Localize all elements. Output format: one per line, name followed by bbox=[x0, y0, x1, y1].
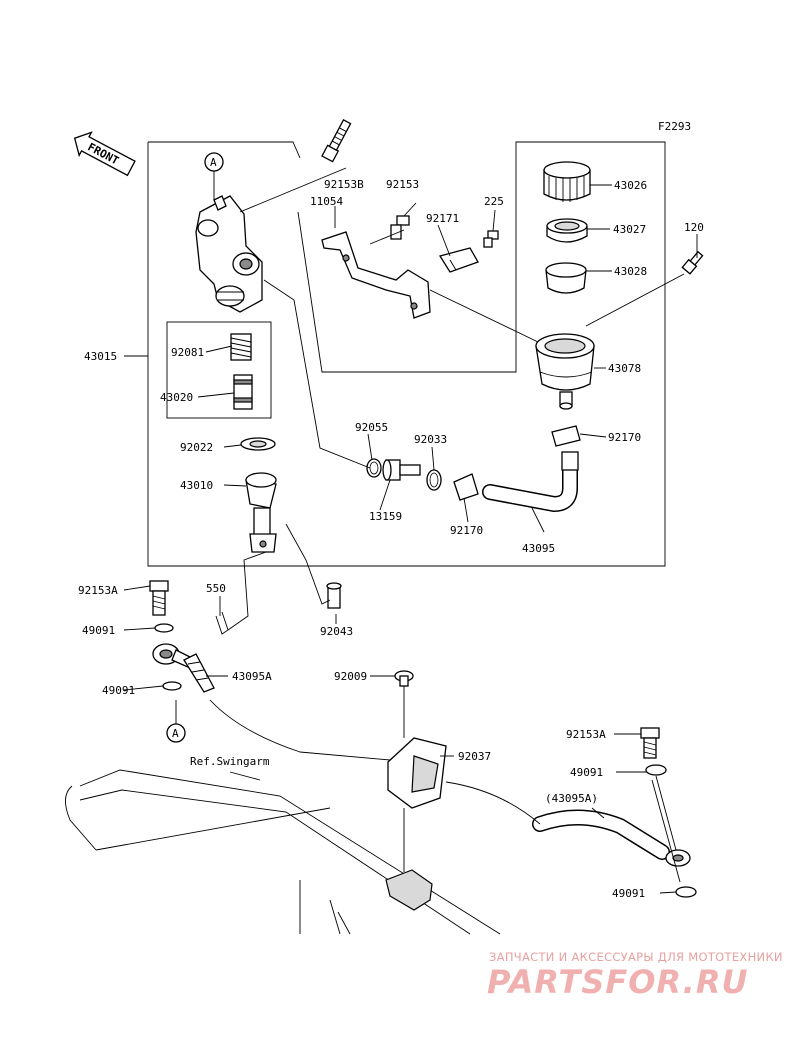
swingarm-reference bbox=[65, 769, 501, 935]
label-92171: 92171 bbox=[426, 212, 459, 225]
marker-a-top-label: A bbox=[210, 156, 217, 169]
label-49091-b: 49091 bbox=[102, 684, 135, 697]
marker-a-bottom: A bbox=[166, 700, 186, 743]
spring-92081 bbox=[230, 333, 252, 361]
brake-hose-43095a-ref bbox=[532, 809, 691, 867]
washer-49091-b bbox=[162, 681, 182, 691]
label-13159: 13159 bbox=[369, 510, 402, 523]
bolt-225 bbox=[483, 230, 499, 248]
label-43015: 43015 bbox=[84, 350, 117, 363]
label-92153b: 92153B bbox=[324, 178, 364, 191]
hose-clamp-92037 bbox=[387, 737, 447, 809]
washer-49091-c bbox=[645, 764, 667, 776]
label-ref-swingarm: Ref.Swingarm bbox=[190, 755, 270, 768]
reservoir-cap-43026 bbox=[543, 161, 591, 202]
piston-kit-box bbox=[166, 321, 272, 419]
label-11054: 11054 bbox=[310, 195, 343, 208]
label-43095a: 43095A bbox=[232, 670, 272, 683]
label-92055: 92055 bbox=[355, 421, 388, 434]
label-43010: 43010 bbox=[180, 479, 213, 492]
label-92033: 92033 bbox=[414, 433, 447, 446]
label-225: 225 bbox=[484, 195, 504, 208]
part-labels: 92153B 92153 225 11054 92171 43026 43027… bbox=[78, 178, 704, 900]
leader-lines bbox=[123, 167, 698, 894]
bolt-92153 bbox=[390, 215, 410, 240]
master-cylinder-body bbox=[195, 195, 263, 313]
label-92153a-left: 92153A bbox=[78, 584, 118, 597]
watermark: ЗАПЧАСТИ И АКСЕССУАРЫ ДЛЯ МОТОТЕХНИКИ PA… bbox=[487, 950, 783, 1001]
hose-fitting-13159 bbox=[382, 459, 421, 481]
label-92037: 92037 bbox=[458, 750, 491, 763]
washer-49091-a bbox=[154, 623, 174, 633]
circlip-92033 bbox=[426, 469, 442, 491]
label-92043: 92043 bbox=[320, 625, 353, 638]
marker-a-bottom-label: A bbox=[172, 727, 179, 740]
banjo-bolt-92153a-right bbox=[640, 727, 660, 759]
label-43026: 43026 bbox=[614, 179, 647, 192]
piston-43020 bbox=[233, 374, 253, 410]
master-cylinder-assembly-box bbox=[147, 141, 666, 567]
label-49091-a: 49091 bbox=[82, 624, 115, 637]
label-92153: 92153 bbox=[386, 178, 419, 191]
hose-clip-92170-lower bbox=[453, 473, 479, 501]
label-92170-top: 92170 bbox=[608, 431, 641, 444]
hose-clip-92170-top bbox=[551, 425, 581, 447]
bolt-92153b bbox=[321, 118, 352, 163]
label-49091-c: 49091 bbox=[570, 766, 603, 779]
diaphragm-plate-43027 bbox=[546, 218, 588, 243]
label-49091-d: 49091 bbox=[612, 887, 645, 900]
label-43095a-ref: (43095A) bbox=[545, 792, 598, 805]
screw-120 bbox=[681, 250, 704, 275]
front-arrow-icon: FRONT bbox=[73, 131, 136, 177]
label-43078: 43078 bbox=[608, 362, 641, 375]
watermark-brand: PARTSFOR.RU bbox=[487, 963, 748, 1001]
cotter-pin-550 bbox=[215, 611, 229, 635]
label-43027: 43027 bbox=[613, 223, 646, 236]
label-43020: 43020 bbox=[160, 391, 193, 404]
pin-92043 bbox=[326, 582, 342, 609]
washer-92022 bbox=[240, 437, 276, 451]
push-rod-43010 bbox=[245, 472, 277, 553]
label-92022: 92022 bbox=[180, 441, 213, 454]
diaphragm-43028 bbox=[545, 262, 587, 294]
brake-hose-43095a bbox=[152, 643, 215, 693]
label-550: 550 bbox=[206, 582, 226, 595]
label-43095: 43095 bbox=[522, 542, 555, 555]
o-ring-92055 bbox=[366, 458, 382, 478]
figure-code: F2293 bbox=[658, 120, 691, 133]
label-92081: 92081 bbox=[171, 346, 204, 359]
marker-a-top: A bbox=[204, 152, 224, 200]
washer-49091-d bbox=[675, 886, 697, 898]
reservoir-43078 bbox=[535, 333, 595, 410]
label-92153a-right: 92153A bbox=[566, 728, 606, 741]
label-92009: 92009 bbox=[334, 670, 367, 683]
label-92170-lower: 92170 bbox=[450, 524, 483, 537]
clamp-92171 bbox=[438, 247, 479, 273]
banjo-bolt-92153a-left bbox=[149, 580, 169, 616]
label-120: 120 bbox=[684, 221, 704, 234]
bracket-11054 bbox=[321, 231, 431, 319]
watermark-subtitle: ЗАПЧАСТИ И АКСЕССУАРЫ ДЛЯ МОТОТЕХНИКИ bbox=[489, 950, 783, 964]
bolt-92009 bbox=[394, 670, 414, 687]
reservoir-hose-43095 bbox=[482, 451, 579, 513]
label-43028: 43028 bbox=[614, 265, 647, 278]
